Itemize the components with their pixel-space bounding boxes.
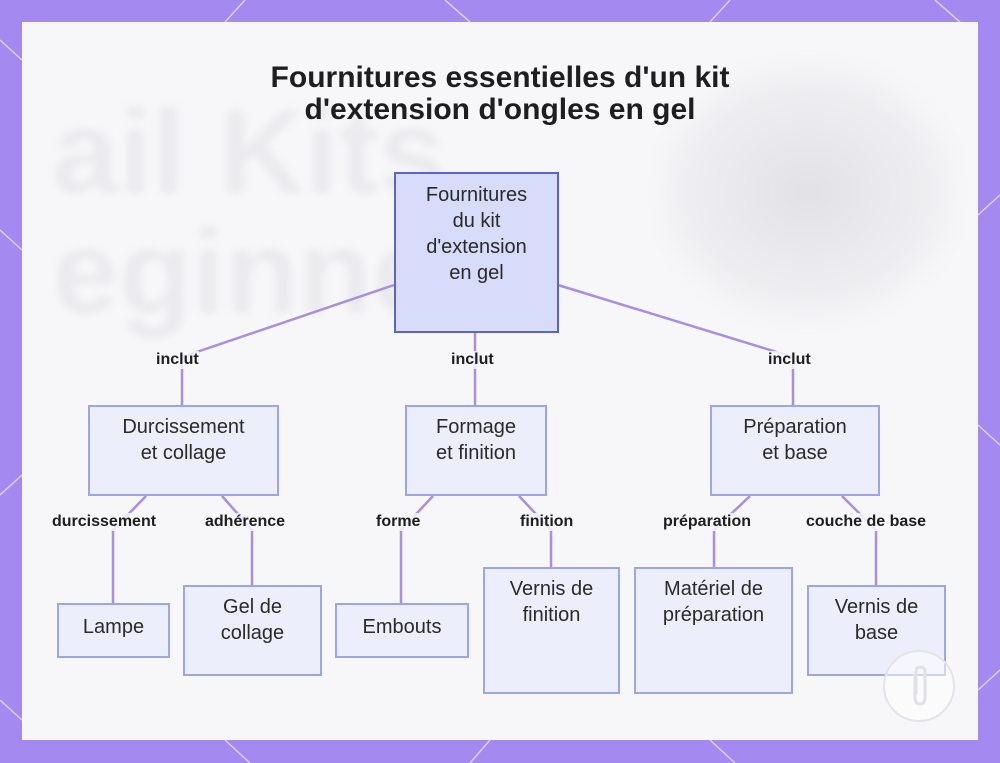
node-text: d'extension [426, 236, 527, 258]
edge-label-adherence: adhérence [205, 513, 286, 531]
node-text: Formage [435, 416, 517, 438]
edge-preparation-vernis-base [841, 495, 878, 585]
node-text: et base [762, 442, 828, 464]
node-text: Vernis de [509, 578, 594, 600]
edge-formage-vernis-finition [518, 495, 553, 567]
node-text: et finition [435, 442, 517, 464]
node-text: Vernis de [834, 596, 919, 618]
edge-label-finition: finition [520, 513, 574, 531]
node-text: Durcissement [122, 416, 245, 438]
edge-label-durcissement: durcissement [52, 513, 157, 531]
node-vernis-de-finition: Vernis de finition [483, 567, 620, 694]
node-text: du kit [452, 210, 501, 232]
node-text: en gel [449, 262, 504, 284]
node-formage-finition: Formage et finition [405, 405, 547, 496]
edge-durcissement-gel [221, 495, 254, 585]
node-lampe: Lampe [57, 603, 170, 658]
edge-label-couche-de-base: couche de base [806, 513, 927, 531]
node-text: base [854, 622, 899, 644]
diagram-title: Fournitures essentielles d'un kit d'exte… [0, 62, 1000, 126]
node-text: finition [522, 604, 581, 626]
node-text: et collage [140, 442, 227, 464]
edge-root-preparation [557, 283, 795, 405]
node-materiel-de-preparation: Matériel de préparation [634, 567, 793, 694]
title-line-2: d'extension d'ongles en gel [304, 93, 696, 126]
node-text: préparation [662, 604, 765, 626]
edge-preparation-materiel [712, 495, 751, 567]
node-text: Embouts [362, 616, 442, 638]
node-root-fournitures: Fournitures du kit d'extension en gel [394, 172, 559, 333]
node-text: Matériel de [664, 578, 763, 600]
edge-root-durcissement [180, 283, 395, 405]
title-line-1: Fournitures essentielles d'un kit [270, 61, 730, 94]
node-embouts: Embouts [335, 603, 469, 658]
node-text: Gel de [223, 596, 282, 618]
edge-label-preparation: préparation [663, 513, 752, 531]
paperclip-icon [883, 650, 955, 722]
node-text: Préparation [743, 416, 847, 438]
edge-label-inclut-left: inclut [156, 351, 199, 369]
edge-label-forme: forme [376, 513, 421, 531]
node-text: Lampe [82, 616, 145, 638]
node-text: collage [220, 622, 285, 644]
edge-label-inclut-right: inclut [768, 351, 811, 369]
node-text: Fournitures [425, 184, 528, 206]
node-preparation-base: Préparation et base [710, 405, 880, 496]
node-gel-de-collage: Gel de collage [183, 585, 322, 676]
background-image-blur [658, 62, 958, 322]
node-durcissement-collage: Durcissement et collage [88, 405, 279, 496]
edge-label-inclut-center: inclut [451, 351, 494, 369]
